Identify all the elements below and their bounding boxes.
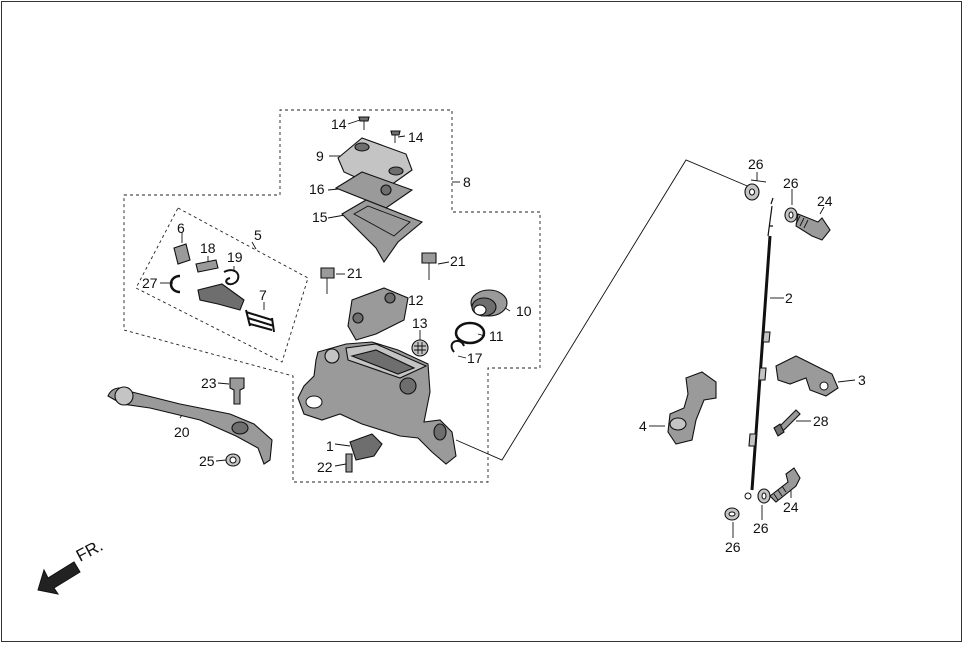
callout-5: 5 xyxy=(254,227,262,243)
lever-pivot-hole xyxy=(305,395,323,409)
callout-14-right: 14 xyxy=(408,129,424,145)
bolt-24-top xyxy=(795,213,831,241)
spring-7 xyxy=(245,309,275,333)
callout-16: 16 xyxy=(309,181,325,197)
callout-22: 22 xyxy=(317,459,333,475)
callout-9: 9 xyxy=(316,148,324,164)
o-ring xyxy=(454,321,486,345)
callout-3: 3 xyxy=(858,372,866,388)
callout-25: 25 xyxy=(199,453,215,469)
body-mount-boss xyxy=(324,348,340,364)
pin-18 xyxy=(195,259,219,273)
callout-21-right: 21 xyxy=(450,253,466,269)
holder-hole-right xyxy=(384,292,396,304)
callout-6: 6 xyxy=(177,220,185,236)
cap-screw-left xyxy=(358,116,370,122)
callout-24-bottom: 24 xyxy=(783,499,799,515)
master-cylinder-group-outline xyxy=(123,109,541,483)
callout-17: 17 xyxy=(467,350,483,366)
callout-10: 10 xyxy=(516,303,532,319)
holder-hole-left xyxy=(352,312,364,324)
holder-bolt-left xyxy=(320,267,335,279)
circlip xyxy=(450,339,465,353)
reservoir-diaphragm xyxy=(341,199,424,264)
callout-26-top-right: 26 xyxy=(783,175,799,191)
bolt-24-bottom xyxy=(769,467,801,503)
brake-switch-cable xyxy=(744,197,774,500)
callout-13: 13 xyxy=(412,315,428,331)
callout-4: 4 xyxy=(639,418,647,434)
callout-24-top: 24 xyxy=(817,193,833,209)
dust-boot xyxy=(470,289,508,317)
piston-boot-6 xyxy=(173,243,191,265)
callout-19: 19 xyxy=(227,249,243,265)
circlip-27 xyxy=(169,274,181,294)
callout-18: 18 xyxy=(200,240,216,256)
master-cylinder-body xyxy=(297,341,457,465)
stop-switch xyxy=(349,433,383,461)
callout-21-left: 21 xyxy=(347,265,363,281)
callout-labels: 1 2 3 4 5 6 7 8 9 10 11 12 13 14 14 15 1… xyxy=(142,116,866,555)
callout-28: 28 xyxy=(813,413,829,429)
callout-11: 11 xyxy=(489,328,504,344)
piston-7-body xyxy=(197,283,245,311)
front-direction-label: FR. xyxy=(73,536,106,566)
plate-hole xyxy=(380,184,392,196)
callout-26-top-left: 26 xyxy=(748,156,764,172)
cap-screw-hole-right xyxy=(388,166,404,176)
callout-26-bottom-right: 26 xyxy=(753,520,769,536)
callout-7: 7 xyxy=(259,287,267,303)
cable-bracket xyxy=(775,355,839,397)
callout-27: 27 xyxy=(142,275,158,291)
brake-lever xyxy=(107,386,273,465)
cap-screw-right xyxy=(390,130,401,136)
callout-14-left: 14 xyxy=(331,116,347,132)
sight-glass xyxy=(411,339,429,357)
body-port xyxy=(399,377,417,395)
callout-15: 15 xyxy=(312,209,328,225)
switch-screw xyxy=(345,453,353,473)
cap-screw-hole xyxy=(354,142,370,152)
banjo-outlet xyxy=(433,423,447,441)
callout-23: 23 xyxy=(201,375,217,391)
callout-20: 20 xyxy=(174,424,190,440)
callout-12: 12 xyxy=(408,292,424,308)
bracket-boss xyxy=(669,417,687,431)
callout-2: 2 xyxy=(785,290,793,306)
switch-bracket xyxy=(667,371,717,445)
lever-pivot-bolt xyxy=(229,377,245,405)
callout-1: 1 xyxy=(326,438,334,454)
front-direction-arrow xyxy=(37,561,81,595)
holder-bolt-right xyxy=(421,252,437,264)
spring-19 xyxy=(223,269,240,286)
leader-lines xyxy=(160,119,856,538)
piston-kit-group-outline xyxy=(135,207,309,363)
callout-8: 8 xyxy=(463,174,471,190)
callout-26-bottom-left: 26 xyxy=(725,539,741,555)
